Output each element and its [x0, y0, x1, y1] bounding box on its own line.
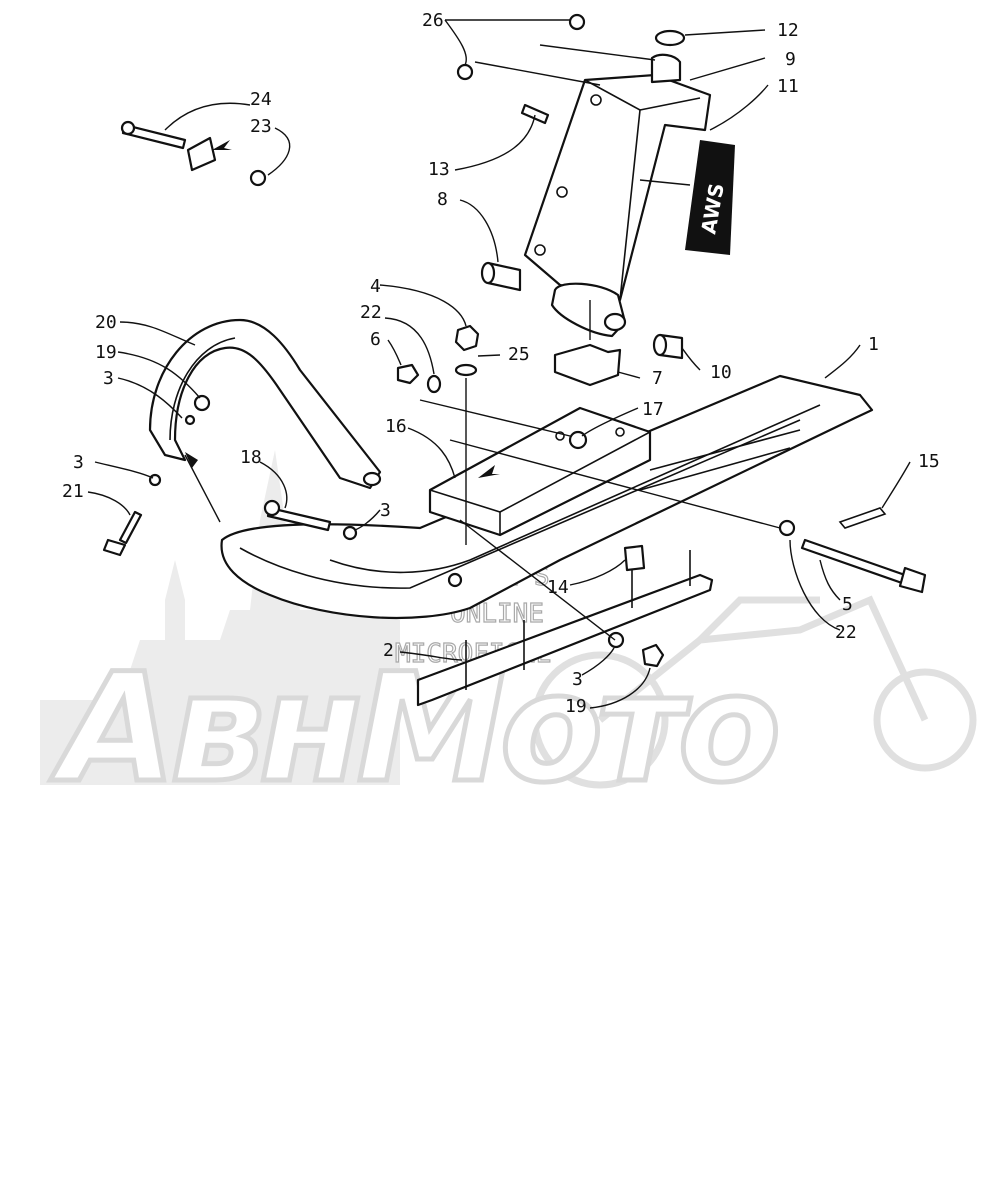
- wear-bar: [416, 550, 714, 707]
- callout-6: 6: [370, 329, 381, 350]
- callout-18: 18: [240, 447, 262, 468]
- callout-5: 5: [842, 594, 853, 615]
- callout-10: 10: [710, 362, 732, 383]
- callout-25: 25: [508, 344, 530, 365]
- callout-23: 23: [250, 116, 272, 137]
- callout-19-upper: 19: [95, 342, 117, 363]
- callout-3-bolt18: 3: [380, 500, 391, 521]
- callout-24: 24: [250, 89, 272, 110]
- watermark-brand: АвнМото: [50, 642, 776, 816]
- ski-saddle: [428, 406, 652, 537]
- aws-decal: AWS: [685, 140, 735, 255]
- callout-11: 11: [777, 76, 799, 97]
- callout-9: 9: [785, 49, 796, 70]
- callout-21: 21: [62, 481, 84, 502]
- hardware: [102, 13, 927, 668]
- city-silhouette: [40, 450, 400, 785]
- callout-20: 20: [95, 312, 117, 333]
- callout-4: 4: [370, 276, 381, 297]
- callout-7: 7: [652, 368, 663, 389]
- motorcycle-watermark: [531, 595, 977, 789]
- spindle: [523, 53, 712, 302]
- bushings: [480, 261, 684, 387]
- callout-14: 14: [547, 577, 569, 598]
- callout-19-lower: 19: [565, 696, 587, 717]
- callout-22-upper: 22: [360, 302, 382, 323]
- leader-lines: [87, 19, 911, 709]
- callout-labels: 26 12 9 11 24 23 13 8 4 22 6 25 20 19 3 …: [62, 10, 940, 717]
- ski-loop: [148, 318, 382, 490]
- callout-13: 13: [428, 159, 450, 180]
- callout-22-lower: 22: [835, 622, 857, 643]
- callout-2: 2: [383, 640, 394, 661]
- callout-17: 17: [642, 399, 664, 420]
- callout-12: 12: [777, 20, 799, 41]
- damper-7: [553, 343, 622, 387]
- callout-3-loop: 3: [103, 368, 114, 389]
- callout-3-bolt21: 3: [73, 452, 84, 473]
- callout-16: 16: [385, 416, 407, 437]
- callout-26: 26: [422, 10, 444, 31]
- callout-3-lower: 3: [572, 669, 583, 690]
- callout-15: 15: [918, 451, 940, 472]
- callout-1: 1: [868, 334, 879, 355]
- callout-8: 8: [437, 189, 448, 210]
